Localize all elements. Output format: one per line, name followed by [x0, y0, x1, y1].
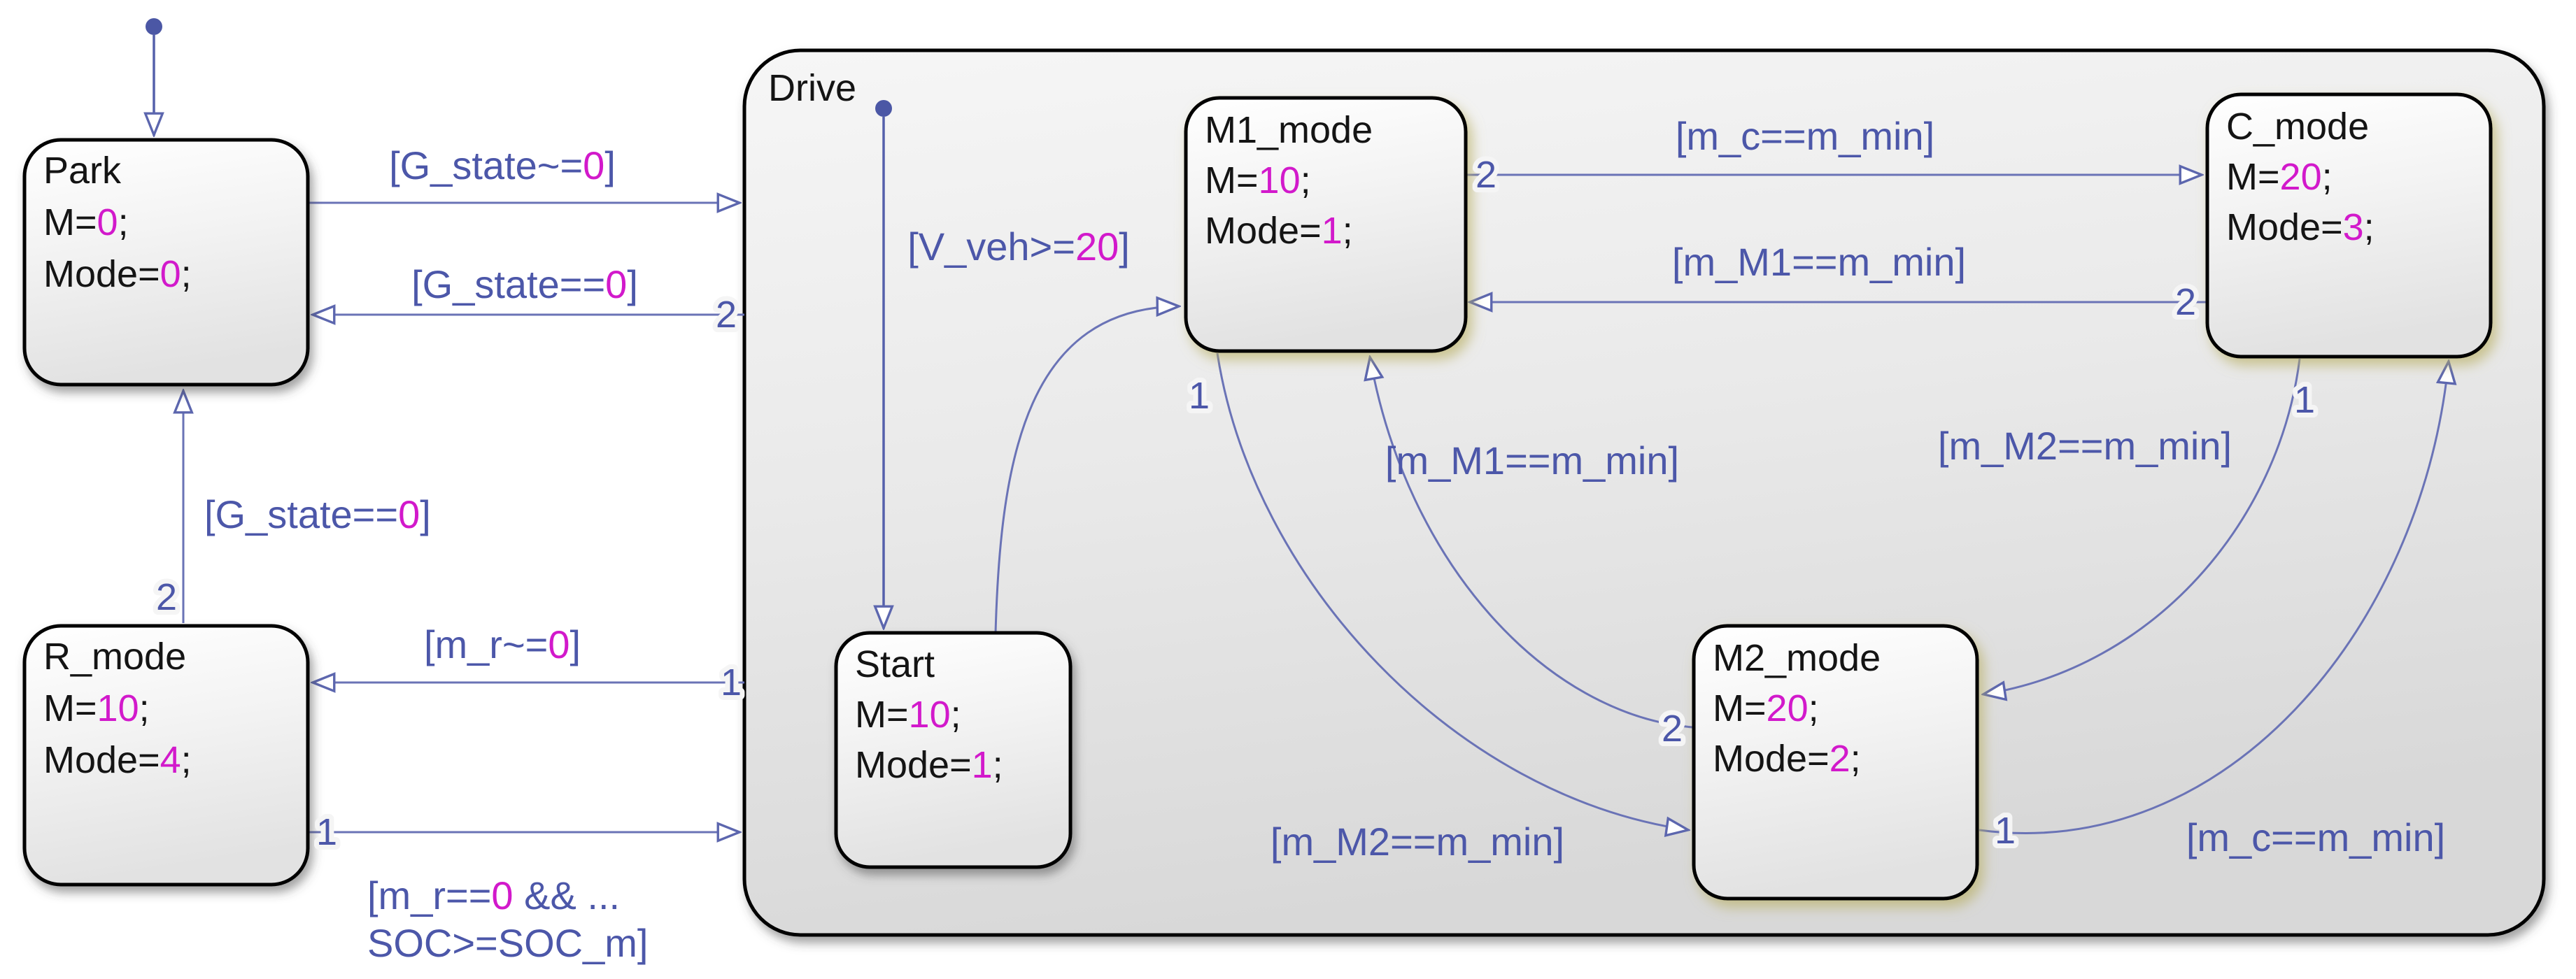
transition-drive-r-label[interactable]: [m_r~=0]: [424, 622, 581, 666]
transition-park-drive-label[interactable]: [G_state~=0]: [389, 143, 616, 187]
state-r-mode[interactable]: R_mode M=10; Mode=4;: [22, 624, 310, 887]
state-park-action-mode: Mode=0;: [43, 253, 192, 295]
transition-m1-m2-path[interactable]: [1216, 352, 1689, 830]
state-m2-mode-box[interactable]: [1692, 624, 1979, 901]
transition-c-m2-path[interactable]: [1983, 358, 2301, 694]
state-r-mode-box[interactable]: [22, 624, 310, 887]
initial-junction-dot-drive[interactable]: [875, 100, 892, 117]
transition-r-drive-label-line1[interactable]: [m_r==0 && ...: [367, 873, 620, 917]
transition-m2-c-label[interactable]: [m_c==m_min]: [2186, 815, 2445, 859]
state-park-action-m: M=0;: [43, 201, 129, 243]
state-r-mode-action-mode: Mode=4;: [43, 739, 192, 781]
transition-initial-start[interactable]: [875, 100, 892, 629]
state-r-mode-action-m: M=10;: [43, 687, 150, 729]
transition-m2-m1-label[interactable]: [m_M1==m_min]: [1385, 438, 1679, 483]
state-c-mode-box[interactable]: [2205, 92, 2493, 359]
transition-c-m2-label[interactable]: [m_M2==m_min]: [1938, 424, 2232, 468]
initial-junction-dot[interactable]: [146, 18, 162, 35]
transition-c-m1-label[interactable]: [m_M1==m_min]: [1672, 240, 1966, 284]
state-m2-mode-title: M2_mode: [1713, 637, 1881, 679]
transition-m1-c-label[interactable]: [m_c==m_min]: [1676, 114, 1934, 158]
state-c-mode-action-m: M=20;: [2226, 156, 2333, 198]
transition-drive-r-order: 1: [721, 662, 742, 703]
state-start-action-mode: Mode=1;: [855, 744, 1003, 786]
transition-r-drive-order: 1: [316, 811, 337, 853]
transition-drive-park-order: 2: [716, 294, 737, 336]
transition-m2-c-order: 1: [1995, 810, 2016, 852]
state-start-action-m: M=10;: [855, 694, 961, 736]
state-m1-mode-box[interactable]: [1184, 96, 1468, 353]
state-m1-mode-title: M1_mode: [1205, 109, 1373, 151]
transition-m1-m2-order: 1: [1189, 375, 1210, 417]
state-m1-mode-action-m: M=10;: [1205, 159, 1311, 201]
state-m2-mode-action-mode: Mode=2;: [1713, 738, 1861, 780]
transition-m2-m1-path[interactable]: [1370, 357, 1693, 729]
state-m1-mode-action-mode: Mode=1;: [1205, 210, 1353, 252]
transition-c-m1-order: 2: [2175, 281, 2196, 323]
state-park[interactable]: Park M=0; Mode=0;: [22, 138, 310, 387]
transition-layer: [146, 18, 2449, 833]
state-m2-mode[interactable]: M2_mode M=20; Mode=2;: [1692, 624, 1979, 901]
state-start[interactable]: Start M=10; Mode=1;: [834, 631, 1073, 869]
state-m2-mode-action-m: M=20;: [1713, 687, 1819, 729]
state-c-mode-title: C_mode: [2226, 106, 2369, 148]
transition-m1-c-order: 2: [1475, 154, 1496, 196]
state-c-mode-action-mode: Mode=3;: [2226, 206, 2375, 248]
state-drive-title[interactable]: Drive: [768, 67, 856, 109]
transition-c-m2-order: 1: [2294, 379, 2315, 421]
state-start-box[interactable]: [834, 631, 1073, 869]
state-park-box[interactable]: [22, 138, 310, 387]
transition-drive-park-label[interactable]: [G_state==0]: [411, 262, 638, 306]
transition-m2-c-path[interactable]: [1979, 361, 2449, 834]
transition-start-m1-path[interactable]: [994, 306, 1180, 634]
transition-m2-m1-order: 2: [1662, 708, 1683, 750]
state-c-mode[interactable]: C_mode M=20; Mode=3;: [2205, 92, 2493, 359]
transition-m1-m2-label[interactable]: [m_M2==m_min]: [1271, 820, 1564, 864]
state-park-title: Park: [43, 150, 122, 192]
state-r-mode-title: R_mode: [43, 636, 186, 678]
state-start-title: Start: [855, 643, 935, 685]
transition-r-park-label[interactable]: [G_state==0]: [204, 492, 431, 536]
transition-r-park-order: 2: [156, 576, 177, 618]
state-m1-mode[interactable]: M1_mode M=10; Mode=1;: [1184, 96, 1468, 353]
transition-initial-park[interactable]: [146, 18, 162, 136]
transition-label-layer: [G_state~=0] [G_state==0] 2 [G_state==0]…: [151, 114, 2445, 965]
transition-r-drive-label-line2[interactable]: SOC>=SOC_m]: [367, 921, 648, 965]
transition-start-m1-label[interactable]: [V_veh>=20]: [907, 224, 1130, 269]
